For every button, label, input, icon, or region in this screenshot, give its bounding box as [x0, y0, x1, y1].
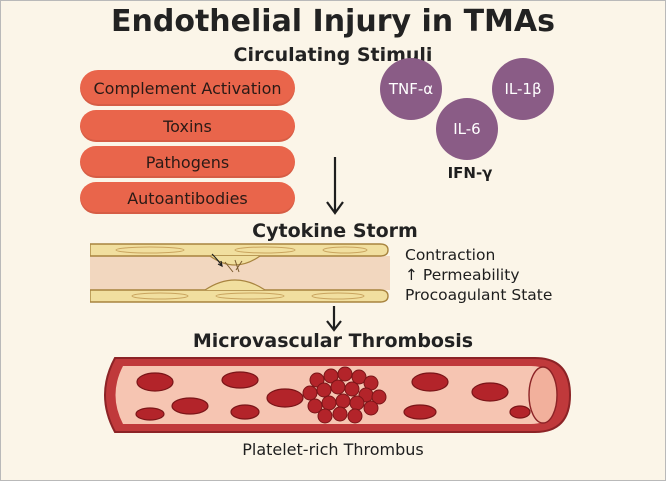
- down-arrow-icon: [326, 157, 344, 215]
- cytokine-label: IL-1β: [504, 80, 542, 98]
- effect-permeability: ↑ Permeability: [405, 266, 520, 284]
- rbc: [266, 388, 304, 408]
- cytokine-il-1-beta: IL-1β: [492, 58, 554, 120]
- storm-heading: Cytokine Storm: [252, 220, 418, 242]
- platelet-thrombus: [302, 366, 387, 424]
- rbc: [230, 404, 260, 420]
- cytokine-il-6: IL-6: [436, 98, 498, 160]
- cytokine-tnf-alpha: TNF-α: [380, 58, 442, 120]
- rbc: [135, 407, 165, 421]
- thrombosis-heading: Microvascular Thrombosis: [192, 330, 474, 352]
- cytokine-label: TNF-α: [388, 80, 434, 98]
- vessel-illustration: [104, 357, 572, 433]
- cytokine-ifn-gamma: IFN-γ: [447, 164, 493, 182]
- stimulus-label: Complement Activation: [93, 78, 282, 98]
- cytokine-label: IL-6: [453, 120, 481, 138]
- rbc: [509, 405, 531, 419]
- rbc: [221, 371, 259, 389]
- stimulus-complement: Complement Activation: [80, 70, 295, 106]
- rbc: [471, 382, 509, 402]
- figure-title: Endothelial Injury in TMAs: [111, 4, 555, 39]
- stimulus-autoantibodies: Autoantibodies: [80, 182, 295, 214]
- rbc: [411, 372, 449, 392]
- stimulus-toxins: Toxins: [80, 110, 295, 142]
- stimulus-label: Autoantibodies: [127, 188, 248, 208]
- stimulus-pathogens: Pathogens: [80, 146, 295, 178]
- rbc: [403, 404, 437, 420]
- stimulus-label: Pathogens: [145, 152, 230, 172]
- red-blood-cells: [135, 371, 531, 421]
- rbc: [136, 372, 174, 392]
- stimuli-heading: Circulating Stimuli: [233, 44, 433, 66]
- thrombus-caption: Platelet-rich Thrombus: [242, 440, 424, 459]
- effect-contraction: Contraction: [405, 246, 496, 264]
- rbc: [171, 397, 209, 415]
- down-arrow-icon: [326, 306, 342, 332]
- stimulus-label: Toxins: [163, 116, 212, 136]
- effect-procoagulant: Procoagulant State: [405, 286, 553, 304]
- endothelium-illustration: [90, 243, 390, 303]
